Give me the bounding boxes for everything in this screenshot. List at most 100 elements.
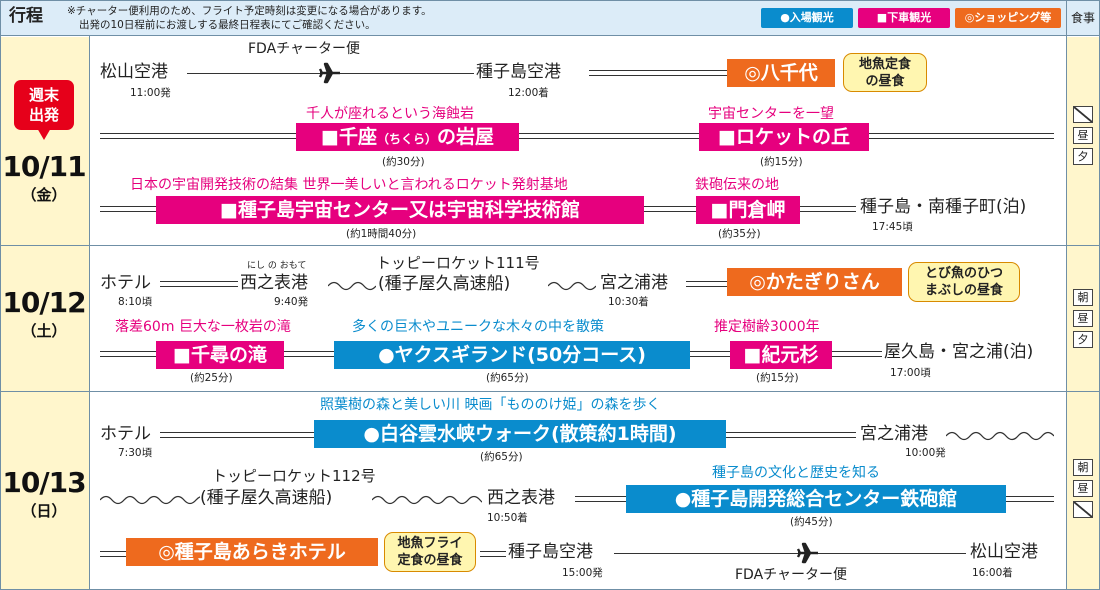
header-title: 行程: [9, 6, 43, 26]
sea-route-wave-icon: [548, 281, 596, 291]
place-matsuyama-airport-day3: 松山空港: [970, 542, 1038, 562]
flight-label-day3: FDAチャーター便: [735, 567, 848, 583]
rail-line: [519, 133, 699, 139]
shop-katagiri: ◎かたぎりさん: [727, 268, 902, 296]
place-miyanoura-port-day3: 宮之浦港: [860, 424, 928, 444]
airplane-icon: [318, 62, 340, 84]
header-note-line1: ※チャーター便利用のため、フライト予定時刻は変更になる場合があります。: [67, 5, 432, 17]
rail-line: [1006, 496, 1054, 502]
rail-line: [869, 133, 1054, 139]
time-miyanoura-day3: 10:00発: [905, 447, 946, 459]
lunch-day2-line1: とび魚のひつ: [924, 266, 1003, 281]
spot-kaihatsu-center: ●種子島開発総合センター鉄砲館: [626, 485, 1006, 513]
badge-line1: 週末: [28, 86, 59, 104]
day2-date: 10/12: [2, 286, 86, 319]
rail-line: [690, 351, 730, 357]
time-arrive-tanegashima: 12:00着: [508, 87, 549, 99]
day1-dinner: 夕: [1073, 148, 1093, 165]
lunch-box-day2: とび魚のひつ まぶしの昼食: [908, 262, 1020, 302]
rail-line: [160, 432, 314, 438]
shop-araki-hotel: ◎種子島あらきホテル: [126, 538, 378, 566]
sea-route-wave-icon: [946, 431, 1054, 441]
badge-line2: 出発: [28, 106, 59, 124]
weekend-departure-badge: 週末 出発: [14, 80, 74, 130]
time-nishinoomote-day2: 9:40発: [274, 296, 309, 308]
spot-chikura-text-end: の岩屋: [436, 126, 494, 148]
spot-yakusugi-land: ●ヤクスギランド(50分コース): [334, 341, 690, 369]
caption-yakusugi-land: 多くの巨木やユニークな木々の中を散策: [352, 319, 604, 335]
rail-line: [160, 281, 238, 287]
rail-line: [589, 70, 727, 76]
rail-line: [644, 206, 696, 212]
caption-chikura: 千人が座れるという海蝕岩: [306, 106, 474, 122]
rail-line: [575, 496, 626, 502]
day2-weekday: （土）: [21, 322, 67, 340]
flight-label: FDAチャーター便: [248, 41, 361, 57]
rail-line: [480, 551, 506, 557]
lunch-box-day1: 地魚定食 の昼食: [843, 53, 927, 92]
stay-kadokura: (約35分): [718, 228, 761, 240]
day3-date: 10/13: [2, 466, 86, 499]
time-arrive-matsuyama: 16:00着: [972, 567, 1013, 579]
lunch-day3-line1: 地魚フライ: [397, 536, 463, 551]
spot-rocket-hill: ■ロケットの丘: [699, 123, 869, 151]
day3-lunch: 昼: [1073, 480, 1093, 497]
place-tanegashima-airport-day3: 種子島空港: [508, 542, 593, 562]
sea-route-wave-icon: [328, 281, 376, 291]
stay-chikura: (約30分): [382, 156, 425, 168]
caption-kadokura: 鉄砲伝来の地: [695, 177, 779, 193]
time-nishinoomote-day3: 10:50着: [487, 512, 528, 524]
day2-breakfast: 朝: [1073, 289, 1093, 306]
rail-line: [284, 351, 334, 357]
caption-senpiro: 落差60m 巨大な一枚岩の滝: [115, 319, 291, 335]
spot-chikura-cave: ■千座（ちくら）の岩屋: [296, 123, 519, 151]
stay-kaihatsu-center: (約45分): [790, 516, 833, 528]
day3-weekday: （日）: [21, 502, 67, 520]
shop-yachiyo: ◎八千代: [727, 59, 835, 87]
caption-kigen-sugi: 推定樹齢3000年: [714, 319, 820, 335]
grid-line: [0, 391, 1100, 392]
spot-space-center: ■種子島宇宙センター又は宇宙科学技術館: [156, 196, 644, 224]
flight-line-day3: [614, 553, 966, 554]
sea-route-wave-icon: [100, 495, 200, 505]
ship-name-day2: トッピーロケット111号: [376, 254, 540, 272]
date-cell-3: [1, 392, 89, 589]
day1-breakfast-none: [1073, 106, 1093, 123]
day1-date: 10/11: [2, 150, 86, 183]
header-bar: 行程 ※チャーター便利用のため、フライト予定時刻は変更になる場合があります。 出…: [0, 0, 1100, 36]
rail-line: [726, 432, 856, 438]
lodging-day2: 屋久島・宮之浦(泊): [884, 342, 1034, 362]
day1-lunch: 昼: [1073, 127, 1093, 144]
rail-line: [686, 281, 727, 287]
time-miyanoura-day2: 10:30着: [608, 296, 649, 308]
day2-dinner: 夕: [1073, 331, 1093, 348]
time-hotel-day3: 7:30頃: [118, 447, 153, 459]
stay-yakusugi-land: (約65分): [486, 372, 529, 384]
spot-kigen-sugi: ■紀元杉: [730, 341, 832, 369]
rail-line: [100, 133, 296, 139]
lunch-day1-line1: 地魚定食: [858, 57, 911, 72]
day1-weekday: （金）: [21, 186, 67, 204]
place-hotel-day3: ホテル: [100, 424, 151, 444]
spot-senpiro-falls: ■千尋の滝: [156, 341, 284, 369]
spot-chikura-text: ■千座: [321, 126, 377, 148]
legend-stop-sightseeing: ■下車観光: [858, 8, 950, 28]
grid-line: [0, 0, 1, 590]
legend-shopping: ◎ショッピング等: [955, 8, 1061, 28]
ship-name-day3: トッピーロケット112号: [212, 467, 376, 485]
grid-line: [0, 245, 1100, 246]
caption-rocket-hill: 宇宙センターを一望: [708, 106, 834, 122]
airplane-icon: [796, 542, 818, 564]
meal-column-title: 食事: [1071, 11, 1096, 25]
day3-dinner-none: [1073, 501, 1093, 518]
caption-space-center: 日本の宇宙開発技術の結集 世界一美しいと言われるロケット発射基地: [130, 177, 568, 193]
stay-kigen-sugi: (約15分): [756, 372, 799, 384]
reading-nishinoomote: にし の おもて: [247, 261, 307, 271]
lunch-day1-line2: の昼食: [865, 74, 905, 89]
place-miyanoura-port-day2: 宮之浦港: [600, 273, 668, 293]
stay-rocket-hill: (約15分): [760, 156, 803, 168]
ship-operator-day2: (種子屋久高速船): [378, 274, 511, 294]
rail-line: [100, 351, 156, 357]
time-lodging-day2: 17:00頃: [890, 367, 931, 379]
